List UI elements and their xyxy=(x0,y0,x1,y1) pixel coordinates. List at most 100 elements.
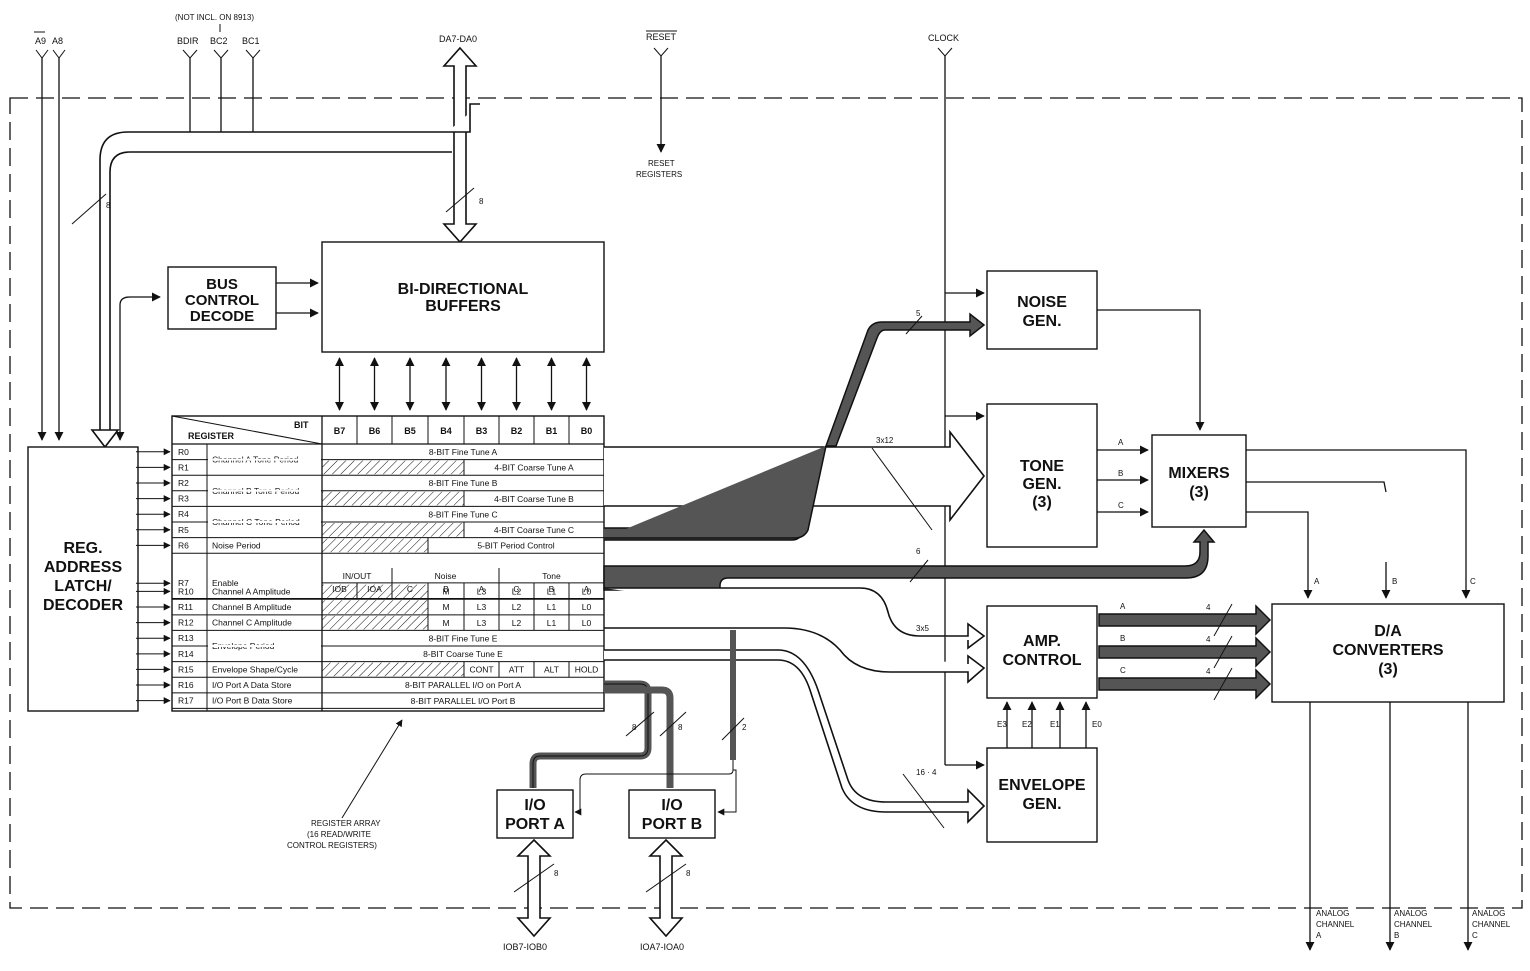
mixer-enable-bus xyxy=(603,528,1216,591)
register-id: R7 xyxy=(178,578,189,588)
register-field: 8-BIT Fine Tune E xyxy=(429,633,498,643)
bit-header-b2: B2 xyxy=(511,426,523,436)
da-converters xyxy=(1271,603,1505,703)
envelope-generator xyxy=(986,747,1098,843)
analog-output-b: ANALOG CHANNEL B xyxy=(1394,909,1433,940)
svg-text:AMP.: AMP. xyxy=(1023,633,1061,650)
register-field: 4-BIT Coarse Tune B xyxy=(494,494,574,504)
register-field: Channel A Amplitude xyxy=(212,586,291,596)
svg-text:ENVELOPE: ENVELOPE xyxy=(998,777,1085,794)
svg-text:E2: E2 xyxy=(1022,720,1032,729)
svg-text:4: 4 xyxy=(1206,667,1211,676)
svg-text:A9: A9 xyxy=(35,36,46,46)
register-id: R3 xyxy=(178,494,189,504)
svg-text:REGISTERS: REGISTERS xyxy=(636,170,682,179)
svg-text:GEN.: GEN. xyxy=(1022,313,1061,330)
svg-text:6: 6 xyxy=(916,547,921,556)
register-field: B xyxy=(549,584,555,594)
register-field: Noise Period xyxy=(212,540,261,550)
register-field: 5-BIT Period Control xyxy=(477,541,554,551)
svg-text:8: 8 xyxy=(106,201,111,210)
register-field: Channel C Amplitude xyxy=(212,618,292,628)
svg-text:C: C xyxy=(1470,577,1476,586)
bit-header-b1: B1 xyxy=(546,426,558,436)
register-field: M xyxy=(442,618,449,628)
svg-text:BUS: BUS xyxy=(206,276,238,293)
svg-text:REGISTER ARRAY: REGISTER ARRAY xyxy=(311,819,381,828)
register-field: 4-BIT Coarse Tune C xyxy=(494,525,574,535)
svg-text:8: 8 xyxy=(632,723,637,732)
signal-a8: A8 xyxy=(52,36,66,441)
svg-text:B: B xyxy=(1392,577,1397,586)
register-field: I/O Port B Data Store xyxy=(212,696,293,706)
register-field: ALT xyxy=(544,665,559,675)
envelope-to-amp-lines xyxy=(1002,701,1091,748)
analog-output-a: ANALOG CHANNEL A xyxy=(1316,909,1355,940)
svg-text:E3: E3 xyxy=(997,720,1007,729)
svg-text:CONTROL: CONTROL xyxy=(1002,652,1081,669)
register-field: 8-BIT PARALLEL I/O on Port A xyxy=(405,680,521,690)
svg-text:PORT A: PORT A xyxy=(505,816,565,833)
svg-text:ANALOG: ANALOG xyxy=(1472,909,1505,918)
bit-header-b4: B4 xyxy=(440,426,452,436)
svg-text:I/O: I/O xyxy=(524,797,545,814)
svg-text:A: A xyxy=(1118,438,1124,447)
svg-text:BC2: BC2 xyxy=(210,36,228,46)
register-field: M xyxy=(442,587,449,597)
register-field: L3 xyxy=(477,602,487,612)
register-address-latch xyxy=(27,446,139,712)
register-field: L1 xyxy=(547,618,557,628)
bit-header-b0: B0 xyxy=(581,426,593,436)
svg-text:DECODE: DECODE xyxy=(190,308,254,325)
bidirectional-buffers xyxy=(321,241,605,353)
svg-text:8: 8 xyxy=(554,869,559,878)
register-field: L0 xyxy=(582,618,592,628)
svg-text:A: A xyxy=(1314,577,1320,586)
svg-text:4: 4 xyxy=(1206,603,1211,612)
svg-text:E1: E1 xyxy=(1050,720,1060,729)
signal-a9: A9 xyxy=(34,31,49,441)
data-bus-arrow xyxy=(442,46,478,244)
register-field: L3 xyxy=(477,587,487,597)
svg-text:2: 2 xyxy=(742,723,747,732)
register-field: Envelope Shape/Cycle xyxy=(212,664,298,674)
register-id: R0 xyxy=(178,447,189,457)
svg-text:4: 4 xyxy=(1206,635,1211,644)
svg-text:(3): (3) xyxy=(1378,661,1398,678)
svg-text:B: B xyxy=(1120,634,1125,643)
svg-text:NOISE: NOISE xyxy=(1017,294,1067,311)
svg-text:MIXERS: MIXERS xyxy=(1168,465,1230,482)
svg-text:IOB7-IOB0: IOB7-IOB0 xyxy=(503,942,547,952)
amp-to-da-buses xyxy=(1098,603,1272,701)
register-field: L2 xyxy=(512,618,522,628)
svg-text:BUFFERS: BUFFERS xyxy=(425,298,501,315)
svg-text:(16 READ/WRITE: (16 READ/WRITE xyxy=(307,830,371,839)
svg-text:BC1: BC1 xyxy=(242,36,260,46)
svg-text:B: B xyxy=(1118,469,1123,478)
chip-boundary xyxy=(9,97,1523,909)
register-id: R17 xyxy=(178,696,194,706)
svg-text:RESET: RESET xyxy=(646,32,677,42)
register-field: 8-BIT Fine Tune B xyxy=(429,478,498,488)
svg-text:CONTROL REGISTERS): CONTROL REGISTERS) xyxy=(287,841,377,850)
svg-text:LATCH/: LATCH/ xyxy=(54,578,112,595)
mixers xyxy=(1151,434,1247,528)
svg-text:ANALOG: ANALOG xyxy=(1316,909,1349,918)
register-field: L1 xyxy=(547,587,557,597)
svg-text:CHANNEL: CHANNEL xyxy=(1394,920,1433,929)
register-field: L2 xyxy=(512,602,522,612)
register-field: 4-BIT Coarse Tune A xyxy=(494,463,574,473)
svg-text:C: C xyxy=(1120,666,1126,675)
buffer-bit-lines xyxy=(334,357,592,411)
svg-text:I/O: I/O xyxy=(661,797,682,814)
svg-text:B: B xyxy=(1394,931,1399,940)
data-bus-label: DA7-DA0 xyxy=(439,34,477,44)
register-field: C xyxy=(513,584,519,594)
register-id: R1 xyxy=(178,462,189,472)
svg-text:REG.: REG. xyxy=(63,540,102,557)
io-port-a xyxy=(496,789,574,839)
svg-text:A: A xyxy=(1316,931,1322,940)
svg-text:(3): (3) xyxy=(1032,494,1052,511)
register-field: 8-BIT Coarse Tune E xyxy=(423,649,503,659)
